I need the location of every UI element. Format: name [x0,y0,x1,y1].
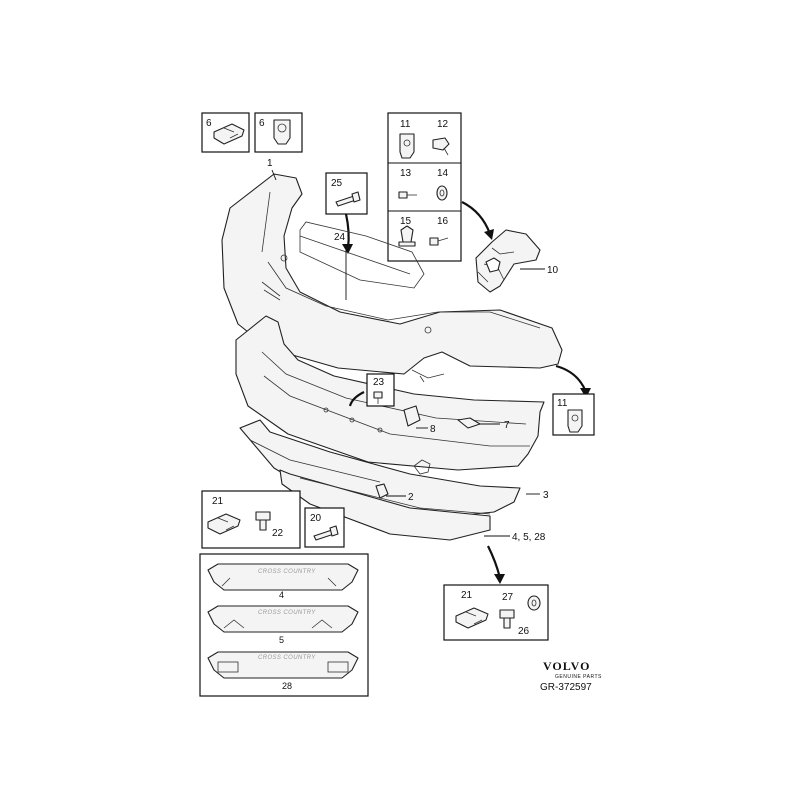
callout-24: 24 [334,232,346,243]
inset-label-26: 26 [518,626,530,637]
inset-label-12: 12 [437,119,449,130]
callout-10: 10 [547,265,559,276]
part-1-upper-cover [221,173,563,383]
inset-pin-20: 20 [304,507,345,548]
variant-28-emboss: CROSS COUNTRY [258,655,316,661]
inset-clip-6a: 6 [201,112,250,153]
part-8-bracket [403,405,421,427]
part-2-cover [375,483,389,499]
arrow-grid-to-10 [461,201,492,235]
inset-label-15: 15 [400,216,412,227]
variant-5-label: 5 [279,635,284,645]
inset-label-21b: 21 [461,590,473,601]
callout-1: 1 [267,158,273,169]
arrow-to-21-27 [487,545,502,579]
inset-clip-6b: 6 [254,112,303,153]
inset-label-21a: 21 [212,496,224,507]
inset-label-6a: 6 [206,118,212,129]
variant-4-label: 4 [279,590,284,600]
callout-3: 3 [543,490,549,501]
inset-21-27-26: 21 27 26 [443,584,549,641]
inset-label-11: 11 [400,119,411,130]
inset-grid-11-16: 11 12 13 14 15 16 [387,112,462,262]
inset-label-22: 22 [272,528,284,539]
variant-5-emboss: CROSS COUNTRY [258,610,316,616]
brand-name: VOLVO [543,659,590,673]
inset-pin-25: 25 [325,172,368,215]
arrow-25 [344,213,350,249]
callout-7: 7 [504,420,510,431]
inset-label-20: 20 [310,513,322,524]
callout-2: 2 [408,492,414,503]
brand-sub: GENUINE PARTS [555,674,602,680]
inset-21-22: 21 22 [201,490,301,549]
inset-label-16: 16 [437,216,449,227]
variants-box: CROSS COUNTRY 4 CROSS COUNTRY 5 CROSS CO… [199,553,369,697]
callout-8: 8 [430,424,436,435]
inset-label-11b: 11 [557,398,568,409]
arrow-23 [348,391,365,407]
variant-28-label: 28 [282,681,292,691]
inset-screw-23 [366,373,395,407]
inset-label-27: 27 [502,592,514,603]
callout-23: 23 [373,377,385,388]
inset-label-14: 14 [437,168,449,179]
part-skid-plate [239,419,521,541]
inset-clip-11b: 11 [552,393,595,436]
inset-label-13: 13 [400,168,412,179]
inset-label-25: 25 [331,178,343,189]
part-10-bracket [475,229,541,293]
variant-4-emboss: CROSS COUNTRY [258,569,316,575]
diagram-code: GR-372597 [540,682,592,693]
volvo-logo: VOLVO GENUINE PARTS [543,659,602,680]
callout-4-5-28: 4, 5, 28 [512,532,546,543]
inset-label-6b: 6 [259,118,265,129]
